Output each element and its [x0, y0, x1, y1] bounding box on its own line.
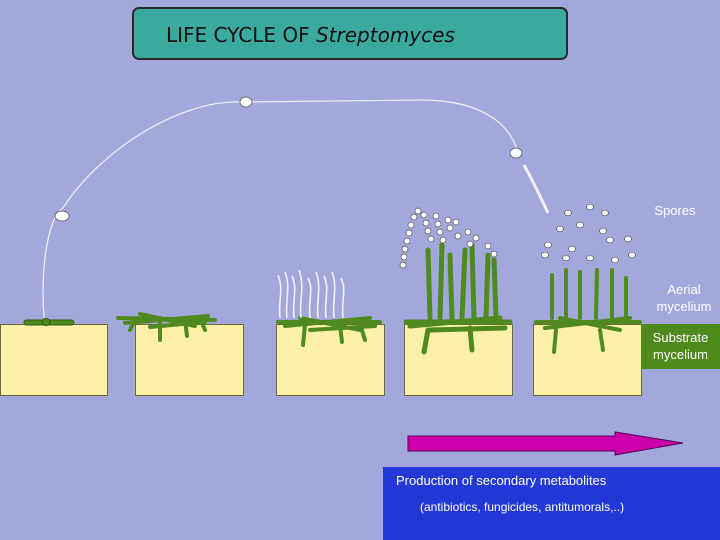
spore-right	[509, 147, 523, 159]
spore-top	[239, 96, 253, 108]
substrate-mycelium-label: Substrate mycelium	[641, 324, 720, 369]
substrate-label-line2: mycelium	[653, 347, 708, 362]
stage-5-released-spores	[541, 203, 636, 264]
stage-1-germination	[23, 318, 75, 326]
title-box: LIFE CYCLE OF Streptomyces	[132, 7, 568, 60]
soil-block-5	[533, 324, 642, 396]
production-arrow	[407, 431, 684, 456]
spore-left	[54, 210, 70, 222]
soil-block-3	[276, 324, 385, 396]
stage-3-early-aerial	[276, 316, 382, 347]
title-prefix: LIFE CYCLE OF	[166, 23, 316, 47]
metabolites-line1: Production of secondary metabolites	[396, 473, 607, 488]
secondary-metabolites-box: Production of secondary metabolites (ant…	[383, 467, 720, 540]
soil-block-4	[404, 324, 513, 396]
substrate-label-line1: Substrate	[652, 330, 709, 345]
stage-3-aerial-hyphae	[277, 269, 345, 319]
spores-label: Spores	[654, 203, 696, 218]
metabolites-line2: (antibiotics, fungicides, antitumorals,.…	[420, 500, 625, 514]
soil-block-2	[135, 324, 244, 396]
aerial-mycelium-label: Aerial mycelium	[646, 281, 720, 315]
aerial-label-line1: Aerial	[667, 282, 701, 297]
page-title: LIFE CYCLE OF Streptomyces	[166, 23, 455, 47]
aerial-label-line2: mycelium	[656, 299, 712, 314]
stage-2-substrate-mycelium	[116, 312, 217, 342]
cycle-arc-end	[522, 164, 550, 214]
title-organism: Streptomyces	[315, 23, 455, 47]
stage-4-aerial-mycelium	[403, 242, 513, 355]
cycle-arc	[42, 99, 519, 319]
stage-5-aerial-mycelium	[534, 268, 642, 354]
stage-4-spore-chains	[399, 207, 498, 269]
